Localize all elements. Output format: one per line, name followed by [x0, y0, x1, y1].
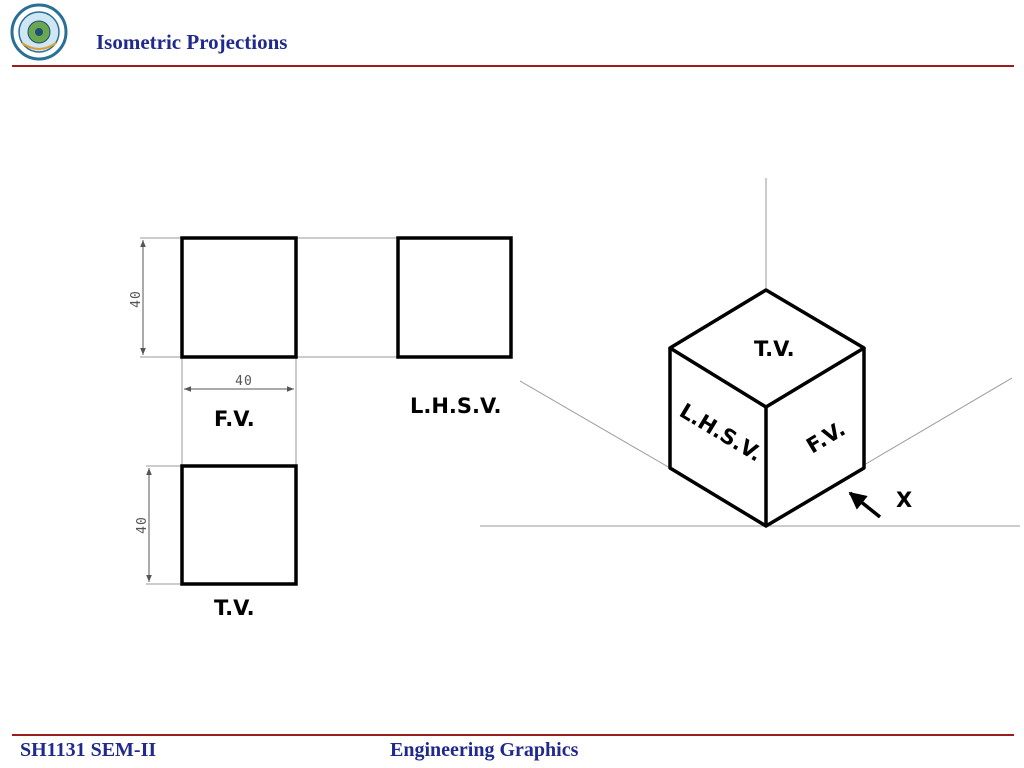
isometric-cube	[668, 288, 866, 528]
institute-logo	[8, 3, 70, 61]
course-title: Engineering Graphics	[390, 739, 579, 761]
header-divider	[12, 65, 1014, 67]
iso-right-face-label: F.V.	[802, 417, 849, 459]
front-view-square	[180, 236, 298, 359]
front-view-label: F.V.	[214, 407, 255, 431]
iso-left-face-label: L.H.S.V.	[675, 399, 766, 467]
view-direction-label: X	[896, 488, 912, 512]
dim-top-view-depth: 40	[135, 516, 150, 534]
side-view-label: L.H.S.V.	[410, 394, 502, 418]
iso-top-face-label: T.V.	[754, 337, 795, 361]
top-view-label: T.V.	[214, 596, 255, 620]
dimension-lines	[140, 240, 294, 582]
isometric-axes	[480, 178, 1020, 527]
page-title: Isometric Projections	[96, 30, 288, 54]
projection-lines	[140, 237, 398, 585]
side-view-square	[396, 236, 513, 359]
view-direction-arrow	[848, 491, 882, 519]
footer-divider	[12, 734, 1014, 736]
top-view-square	[180, 464, 298, 586]
course-code: SH1131 SEM-II	[20, 739, 157, 761]
dim-front-view-height: 40	[129, 290, 144, 308]
dim-front-view-width: 40	[235, 374, 253, 389]
